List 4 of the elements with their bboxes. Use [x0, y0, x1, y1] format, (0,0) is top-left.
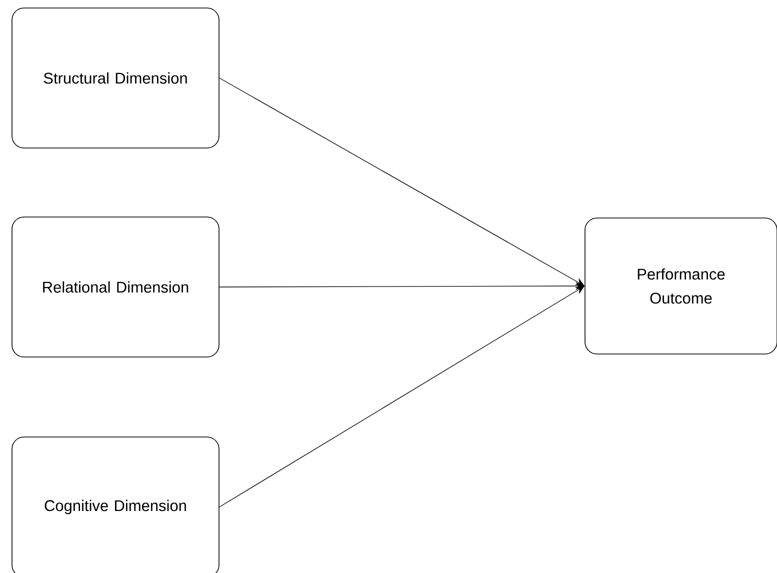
rounded-box: Performance Outcome — [584, 218, 777, 354]
rounded-box: Structural Dimension — [12, 8, 220, 148]
rounded-box: Cognitive Dimension — [12, 436, 220, 573]
rounded-box: Relational Dimension — [12, 216, 220, 358]
